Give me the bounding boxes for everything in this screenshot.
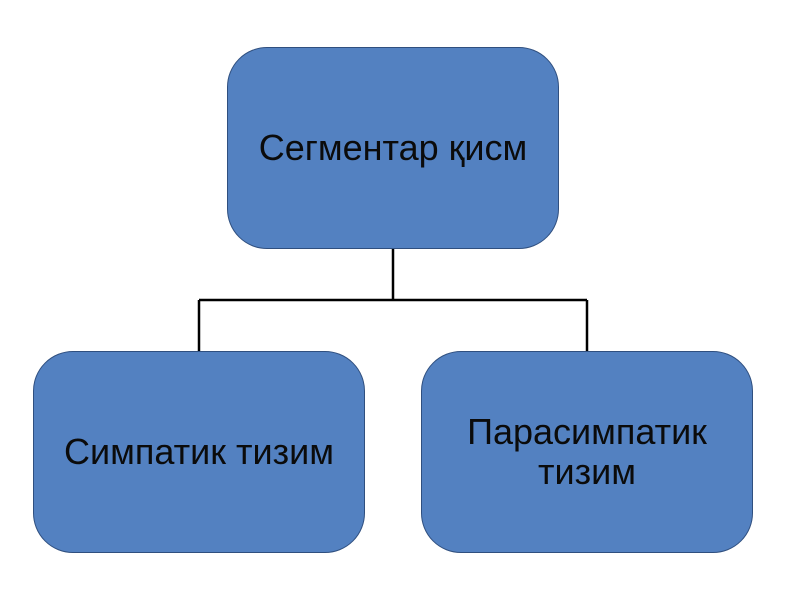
node-parasympathetic-system-label: Парасимпатик тизим — [467, 411, 707, 492]
node-sympathetic-system-label: Симпатик тизим — [64, 431, 334, 472]
node-sympathetic-system: Симпатик тизим — [33, 351, 365, 553]
node-segmental-part-label: Сегментар қисм — [258, 127, 528, 168]
node-parasympathetic-system: Парасимпатик тизим — [421, 351, 753, 553]
node-segmental-part: Сегментар қисм — [227, 47, 559, 249]
